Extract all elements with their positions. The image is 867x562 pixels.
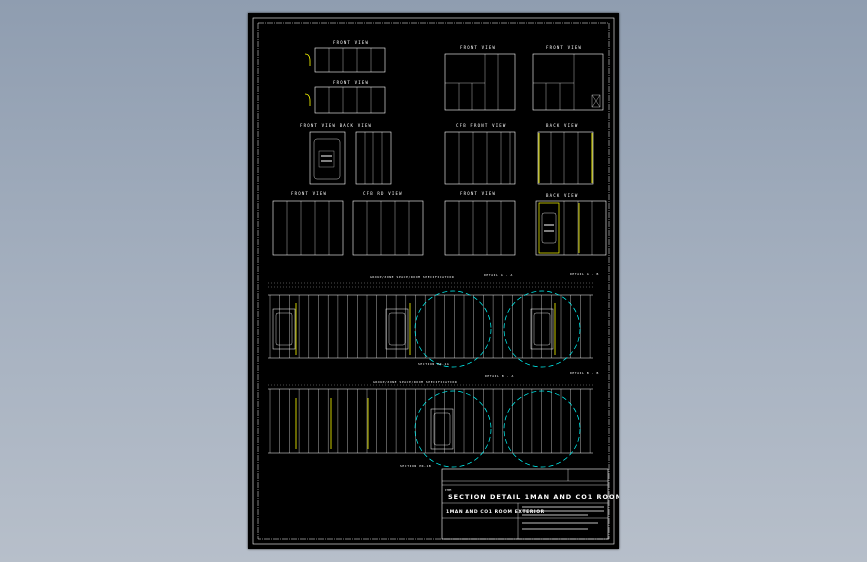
view-label: BACK VIEW	[546, 193, 578, 198]
section-label: SECTION PR-1B	[400, 464, 431, 468]
view-label: FRONT VIEW	[546, 45, 582, 50]
section-a: GROUP/ZONE SPACE/ROOM SPECIFICATION DETA…	[268, 272, 599, 368]
view-label: FRONT VIEW	[333, 80, 369, 85]
detail-label: DETAIL B - B	[570, 371, 599, 375]
view-label: BACK VIEW	[546, 123, 578, 128]
view-front-back: FRONT VIEW BACK VIEW	[300, 123, 392, 185]
view-label: FRONT VIEW	[333, 40, 369, 45]
bays-a	[269, 295, 591, 358]
view-cfb-rd: CFB RD VIEW	[352, 191, 424, 256]
detail-label: DETAIL A - A	[484, 273, 513, 277]
view-label: FRONT VIEW	[460, 191, 496, 196]
section-label: SECTION PR-1A	[418, 362, 449, 366]
section-b: GROUP/ZONE SPACE/ROOM SPECIFICATION DETA…	[268, 371, 599, 468]
drawing-sheet: FRONT VIEW FRONT VIEW FRONT VIEW FRONT V…	[248, 13, 619, 549]
view-label: FRONT VIEW	[460, 45, 496, 50]
item-label: ITEM	[445, 488, 452, 492]
view-cfb-front: CFB FRONT VIEW	[444, 123, 516, 185]
group-label: GROUP/ZONE SPACE/ROOM SPECIFICATION	[373, 380, 457, 384]
detail-label: DETAIL B - A	[485, 374, 514, 378]
view-front-4: FRONT VIEW	[532, 45, 604, 111]
view-label: FRONT VIEW	[291, 191, 327, 196]
title-block: ITEM SECTION DETAIL 1MAN AND CO1 ROOM 1M…	[441, 468, 619, 540]
view-front-1: FRONT VIEW	[304, 40, 386, 73]
view-back-3: BACK VIEW	[535, 193, 607, 256]
view-front-6: FRONT VIEW	[444, 191, 516, 256]
detail-circle-a2	[503, 290, 581, 368]
drawing-subtitle: 1MAN AND CO1 ROOM EXTERIOR	[446, 509, 545, 515]
view-front-3: FRONT VIEW	[444, 45, 516, 111]
group-label: GROUP/ZONE SPACE/ROOM SPECIFICATION	[370, 275, 454, 279]
bays-b	[269, 389, 591, 453]
view-label: CFB FRONT VIEW	[456, 123, 507, 128]
detail-circle-b2	[503, 390, 581, 468]
outer-border	[252, 17, 615, 545]
cad-drawing: FRONT VIEW FRONT VIEW FRONT VIEW FRONT V…	[252, 17, 619, 545]
view-label: FRONT VIEW BACK VIEW	[300, 123, 372, 128]
view-back-2: BACK VIEW	[537, 123, 594, 185]
detail-label: DETAIL A - B	[570, 272, 599, 276]
detail-circle-b1	[414, 390, 492, 468]
view-front-5: FRONT VIEW	[272, 191, 344, 256]
view-label: CFB RD VIEW	[363, 191, 403, 196]
inner-border	[257, 22, 610, 540]
view-front-2: FRONT VIEW	[304, 80, 386, 114]
drawing-title: SECTION DETAIL 1MAN AND CO1 ROOM	[448, 493, 619, 501]
detail-circle-a1	[414, 290, 492, 368]
